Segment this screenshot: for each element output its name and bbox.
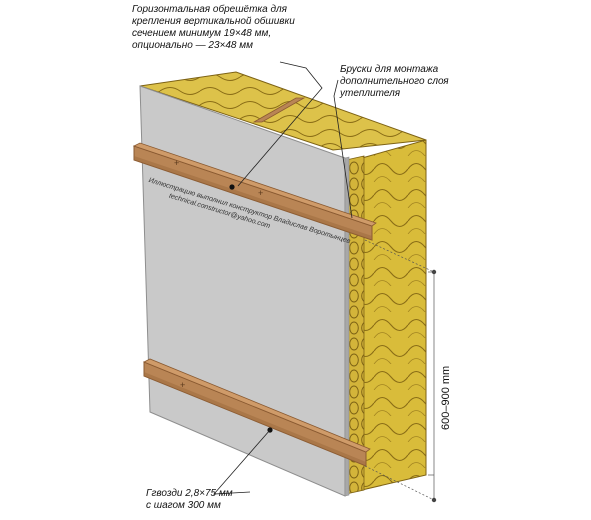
leader-bars xyxy=(333,79,353,219)
insulation-layer xyxy=(139,71,427,495)
dimension-label: 600–900 mm xyxy=(440,365,452,430)
battens-label-line-3: сечением минимум 19×48 мм, xyxy=(132,28,272,39)
bars-label: Бруски для монтажа дополнительного слоя … xyxy=(340,64,449,100)
svg-text:+: + xyxy=(174,158,179,168)
leader-nails xyxy=(213,429,271,495)
dimension-tick-bottom xyxy=(431,497,437,503)
insulation-side-face xyxy=(361,139,427,491)
nail-marker-upper xyxy=(229,184,235,190)
bars-label-line-1: Бруски для монтажа xyxy=(340,64,439,75)
battens-label-line-1: Горизонтальная обрешётка для xyxy=(132,4,287,15)
battens-label-line-2: крепления вертикальной обшивки xyxy=(132,16,295,27)
sheathing-panel-edge xyxy=(344,156,350,497)
leader-battens xyxy=(237,61,323,187)
dimension-line xyxy=(364,239,435,501)
battens-label-line-4: опционально — 23×48 мм xyxy=(132,40,253,51)
top-batten xyxy=(252,97,306,123)
dimension-tick-top xyxy=(431,269,437,275)
lower-batten: + xyxy=(143,358,371,467)
nails-label: Ггвозди 2,8×75 мм с шагом 300 мм xyxy=(146,488,233,512)
leader-lines xyxy=(213,61,353,495)
svg-text:+: + xyxy=(258,188,263,198)
nails-label-line-1: Ггвозди 2,8×75 мм xyxy=(146,488,233,499)
upper-batten: + + xyxy=(132,142,377,241)
bars-label-line-3: утеплителя xyxy=(340,88,401,99)
svg-text:+: + xyxy=(180,380,185,390)
battens-label: Горизонтальная обрешётка для крепления в… xyxy=(132,4,295,52)
bars-label-line-2: дополнительного слоя xyxy=(340,76,449,87)
nails-label-line-2: с шагом 300 мм xyxy=(146,500,221,511)
